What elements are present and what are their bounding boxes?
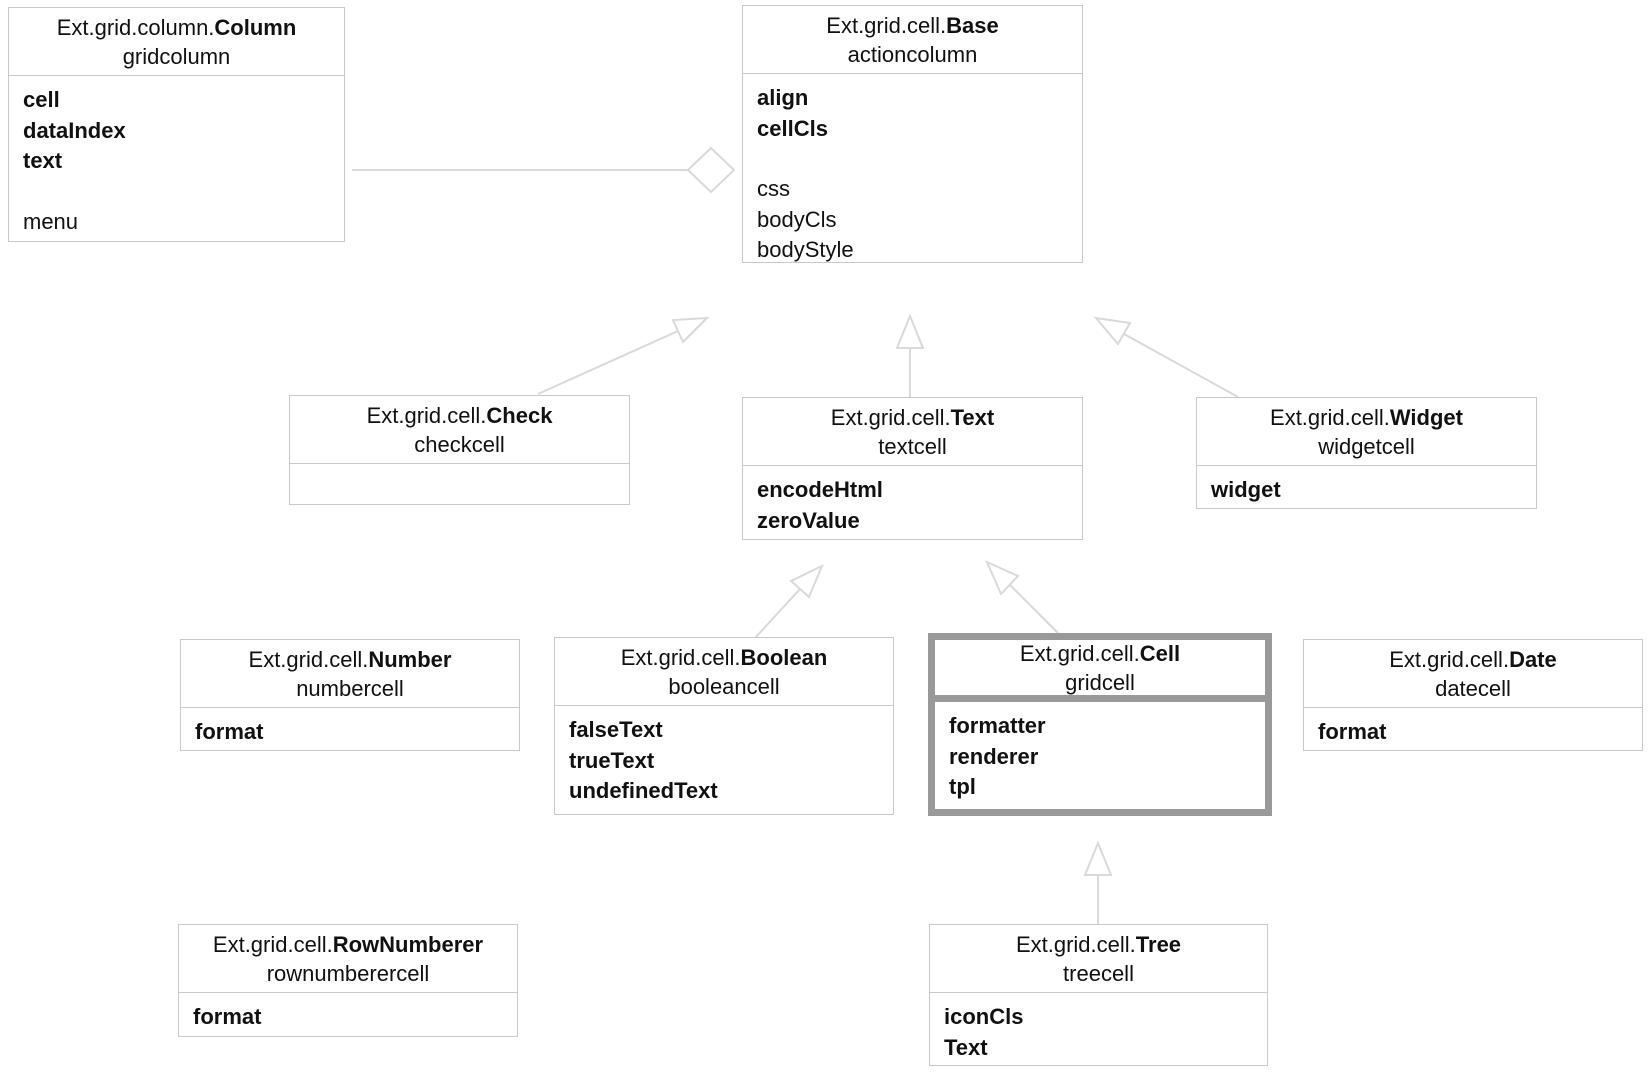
config-list bbox=[290, 464, 629, 504]
class-xtype: actioncolumn bbox=[847, 41, 978, 67]
class-box-cell-current[interactable]: Ext.grid.cell.Cell gridcell formatter re… bbox=[928, 633, 1272, 816]
class-xtype: textcell bbox=[878, 433, 947, 459]
class-box-column[interactable]: Ext.grid.column.Column gridcolumn cell d… bbox=[8, 7, 345, 242]
class-title: Ext.grid.cell.Boolean booleancell bbox=[555, 638, 893, 706]
config-item: zeroValue bbox=[757, 507, 860, 533]
config-item: cellCls bbox=[757, 115, 828, 141]
class-box-date[interactable]: Ext.grid.cell.Date datecell format bbox=[1303, 639, 1643, 751]
config-list: encodeHtml zeroValue bbox=[743, 466, 1082, 545]
aggregation-diamond-icon bbox=[686, 146, 736, 194]
inheritance-arrow-icon bbox=[789, 563, 824, 599]
config-item: cell bbox=[23, 87, 60, 112]
config-list: widget bbox=[1197, 466, 1536, 515]
class-name: Ext.grid.cell.Check bbox=[366, 402, 553, 428]
config-list: format bbox=[179, 993, 517, 1042]
config-item: format bbox=[1318, 719, 1387, 744]
config-list: falseText trueText undefinedText bbox=[555, 706, 893, 816]
config-item: tpl bbox=[949, 774, 976, 799]
inheritance-line-widget-base bbox=[1123, 333, 1239, 398]
config-item: format bbox=[193, 1004, 262, 1029]
class-xtype: widgetcell bbox=[1318, 433, 1415, 459]
config-item: align bbox=[757, 85, 809, 110]
class-title: Ext.grid.cell.Widget widgetcell bbox=[1197, 398, 1536, 466]
class-name: Ext.grid.cell.Tree bbox=[1015, 931, 1182, 957]
inheritance-line-boolean-text bbox=[754, 588, 801, 639]
inheritance-arrow-icon bbox=[671, 316, 710, 344]
config-item: formatter bbox=[949, 713, 1046, 738]
class-name: Ext.grid.column.Column bbox=[56, 14, 297, 40]
config-list: cell dataIndex text menu bbox=[9, 76, 344, 246]
inheritance-line-cell-text bbox=[1009, 584, 1060, 635]
inheritance-arrow-icon bbox=[985, 560, 1020, 596]
config-list: format bbox=[181, 708, 519, 757]
class-xtype: datecell bbox=[1435, 675, 1511, 701]
class-title: Ext.grid.cell.RowNumberer rownumberercel… bbox=[179, 925, 517, 993]
class-title: Ext.grid.cell.Cell gridcell bbox=[935, 640, 1265, 702]
class-name: Ext.grid.cell.RowNumberer bbox=[212, 931, 484, 957]
class-title: Ext.grid.cell.Check checkcell bbox=[290, 396, 629, 464]
config-item: widget bbox=[1211, 477, 1281, 502]
config-item: undefinedText bbox=[569, 778, 718, 803]
class-box-tree[interactable]: Ext.grid.cell.Tree treecell iconCls Text bbox=[929, 924, 1268, 1066]
class-name: Ext.grid.cell.Text bbox=[830, 404, 995, 430]
class-name: Ext.grid.cell.Base bbox=[826, 12, 999, 38]
class-box-check[interactable]: Ext.grid.cell.Check checkcell bbox=[289, 395, 630, 505]
class-xtype: numbercell bbox=[296, 675, 404, 701]
inheritance-arrow-icon bbox=[895, 313, 925, 349]
config-item: falseText bbox=[569, 717, 663, 742]
config-item: trueText bbox=[569, 747, 655, 773]
class-title: Ext.grid.cell.Base actioncolumn bbox=[743, 6, 1082, 74]
class-box-rownumberer[interactable]: Ext.grid.cell.RowNumberer rownumberercel… bbox=[178, 924, 518, 1037]
class-title: Ext.grid.column.Column gridcolumn bbox=[9, 8, 344, 76]
class-name: Ext.grid.cell.Number bbox=[248, 646, 452, 672]
config-group-gap bbox=[23, 177, 330, 207]
class-name: Ext.grid.cell.Cell bbox=[1019, 640, 1181, 666]
config-list: formatter renderer tpl bbox=[935, 702, 1265, 812]
class-xtype: booleancell bbox=[668, 673, 780, 699]
config-item: menu bbox=[23, 208, 79, 234]
class-name: Ext.grid.cell.Date bbox=[1389, 646, 1557, 672]
class-title: Ext.grid.cell.Tree treecell bbox=[930, 925, 1267, 993]
class-box-widget[interactable]: Ext.grid.cell.Widget widgetcell widget bbox=[1196, 397, 1537, 509]
class-name: Ext.grid.cell.Widget bbox=[1270, 404, 1463, 430]
class-title: Ext.grid.cell.Date datecell bbox=[1304, 640, 1642, 708]
config-item: css bbox=[757, 176, 790, 201]
class-box-number[interactable]: Ext.grid.cell.Number numbercell format bbox=[180, 639, 520, 751]
config-item: encodeHtml bbox=[757, 477, 883, 502]
config-item: format bbox=[195, 719, 264, 744]
class-box-base[interactable]: Ext.grid.cell.Base actioncolumn align ce… bbox=[742, 5, 1083, 263]
class-xtype: rownumberercell bbox=[266, 960, 430, 986]
class-box-boolean[interactable]: Ext.grid.cell.Boolean booleancell falseT… bbox=[554, 637, 894, 815]
inheritance-arrow-icon bbox=[1083, 840, 1113, 876]
config-list: iconCls Text bbox=[930, 993, 1267, 1072]
config-item: renderer bbox=[949, 743, 1039, 769]
config-item: text bbox=[23, 148, 63, 173]
class-xtype: gridcolumn bbox=[122, 43, 231, 69]
config-item: dataIndex bbox=[23, 117, 126, 143]
class-xtype: treecell bbox=[1063, 960, 1134, 986]
config-item: bodyCls bbox=[757, 206, 837, 232]
config-group-gap bbox=[757, 144, 1068, 174]
config-item: Text bbox=[944, 1034, 988, 1060]
inheritance-arrow-icon bbox=[1093, 316, 1132, 346]
class-title: Ext.grid.cell.Text textcell bbox=[743, 398, 1082, 466]
config-list: format bbox=[1304, 708, 1642, 757]
class-xtype: gridcell bbox=[1065, 669, 1135, 695]
class-box-text[interactable]: Ext.grid.cell.Text textcell encodeHtml z… bbox=[742, 397, 1083, 540]
config-item: iconCls bbox=[944, 1004, 1024, 1029]
class-xtype: checkcell bbox=[414, 431, 505, 457]
inheritance-line-check-base bbox=[537, 330, 679, 395]
config-list: align cellCls css bodyCls bodyStyle bbox=[743, 74, 1082, 275]
config-item: bodyStyle bbox=[757, 237, 854, 262]
class-title: Ext.grid.cell.Number numbercell bbox=[181, 640, 519, 708]
class-name: Ext.grid.cell.Boolean bbox=[620, 644, 828, 670]
